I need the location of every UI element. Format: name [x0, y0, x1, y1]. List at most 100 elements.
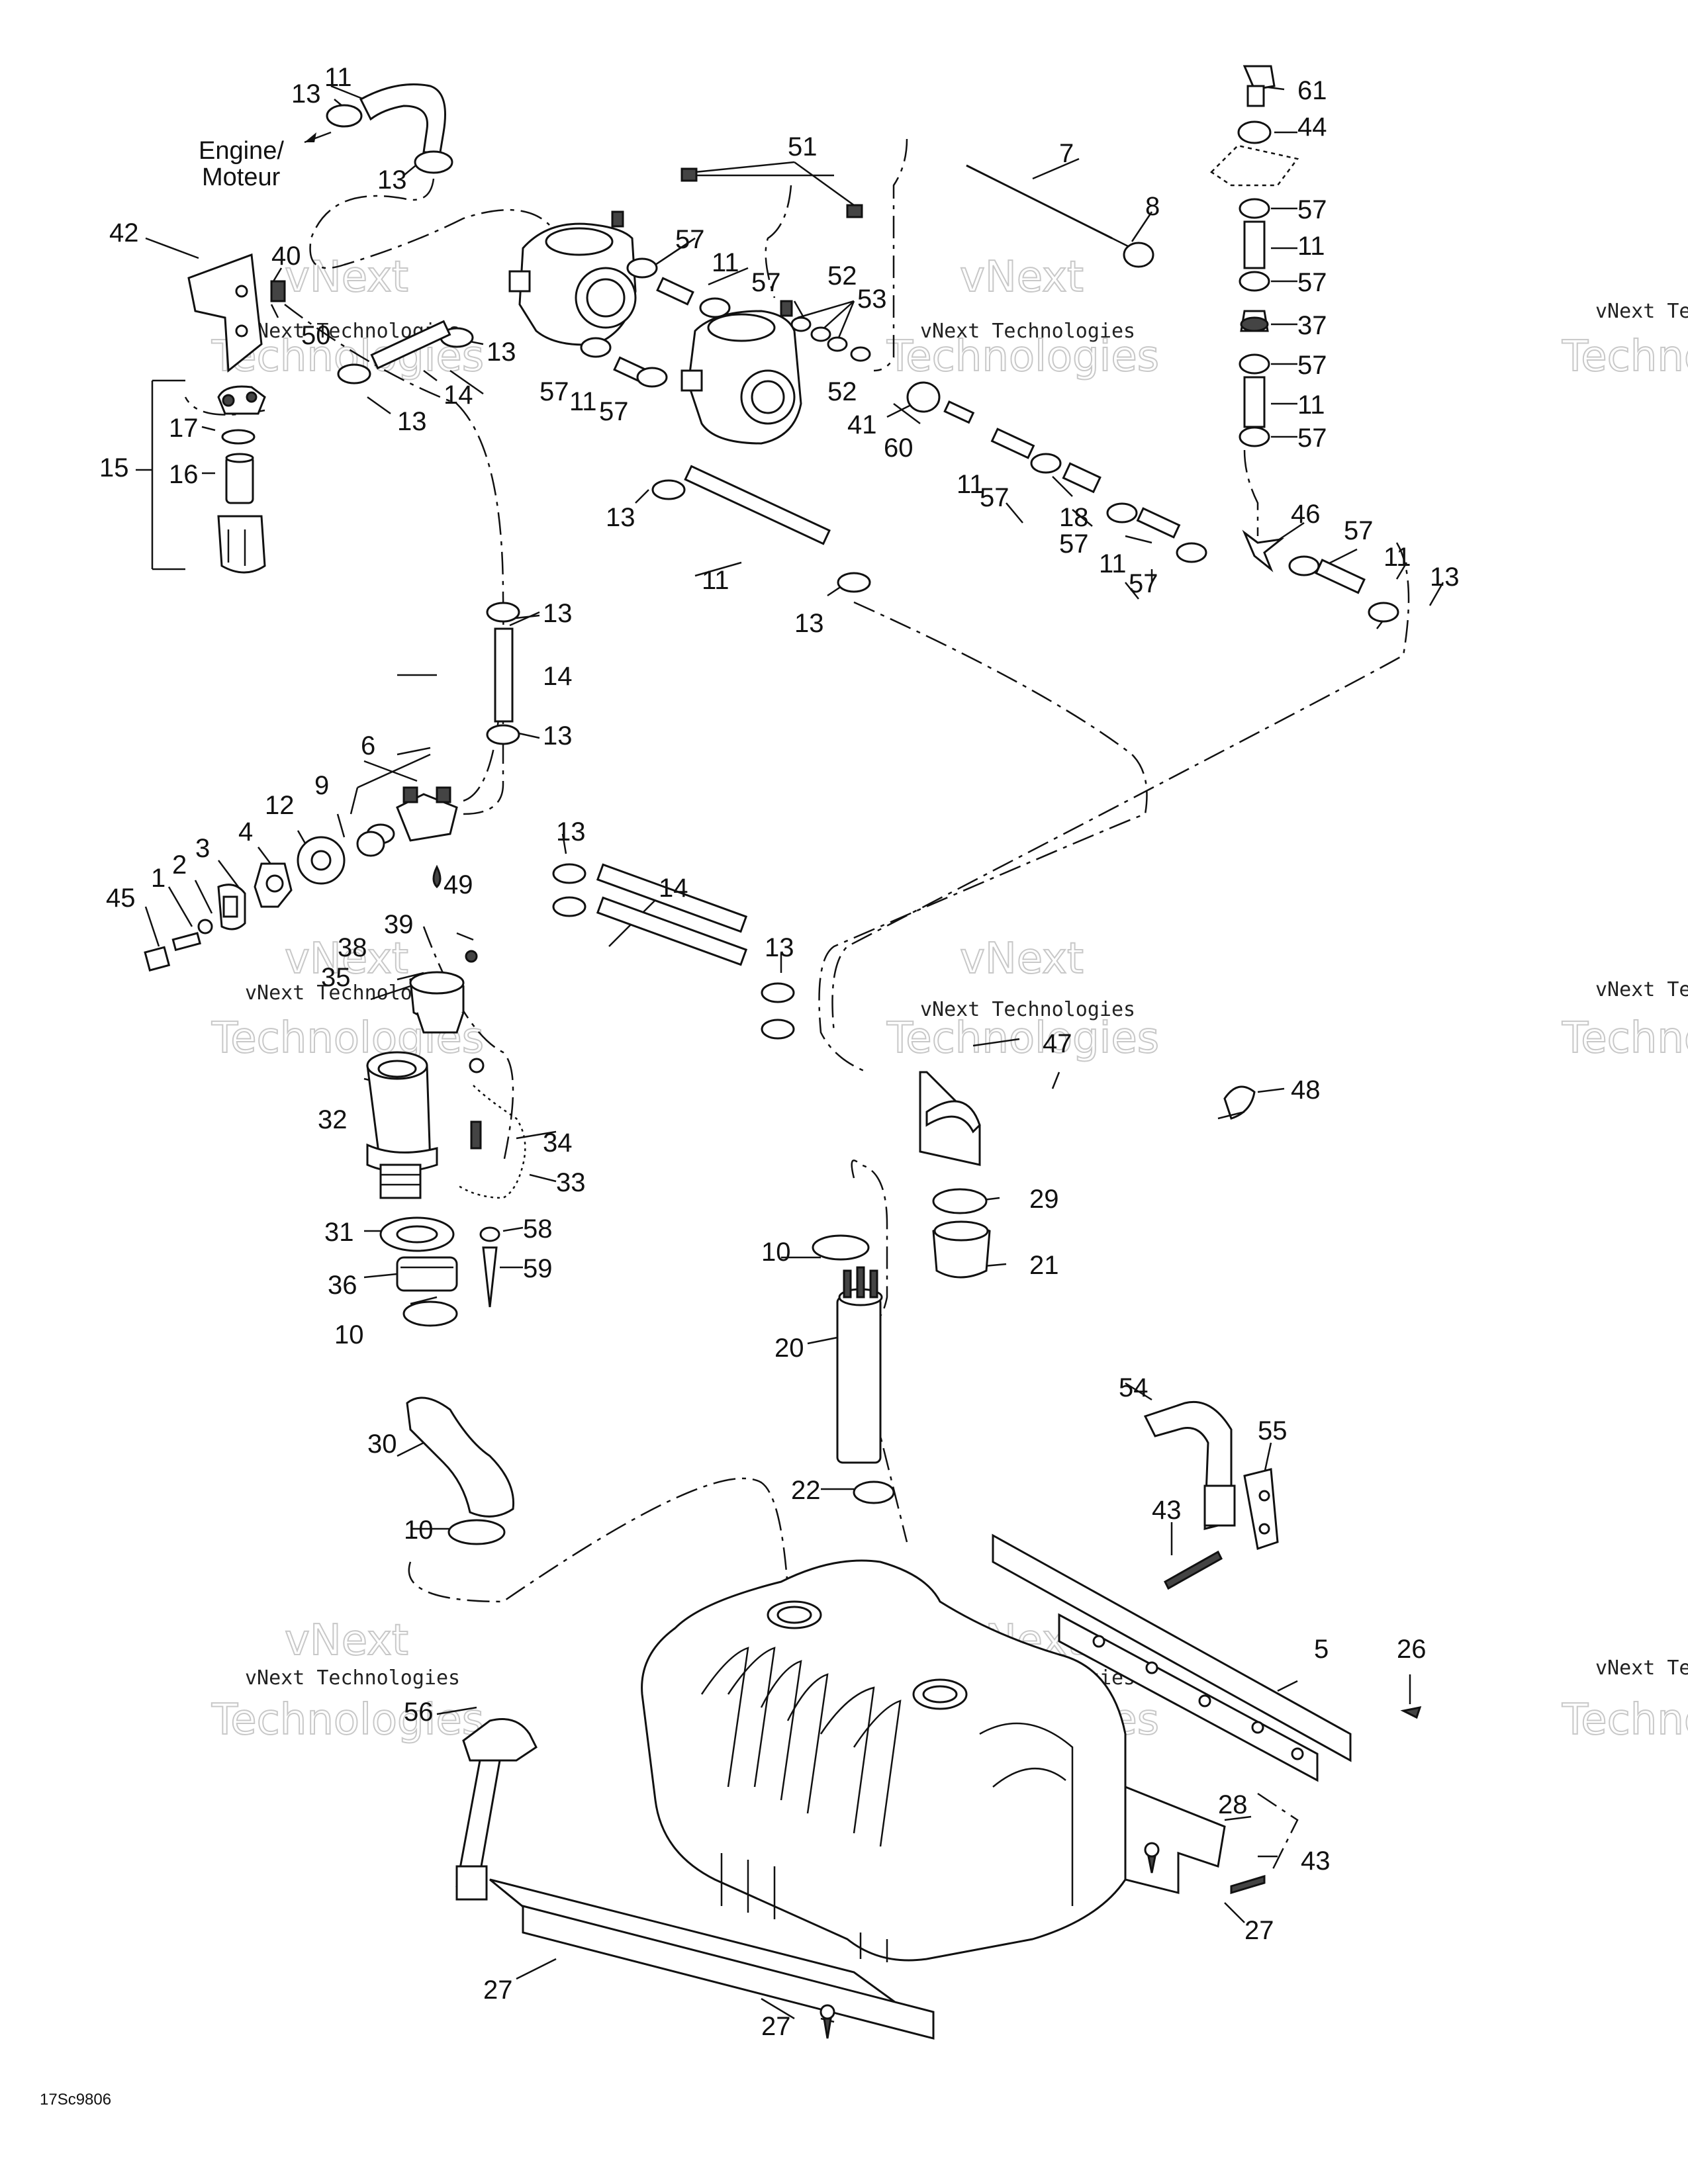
clamp: [932, 1188, 988, 1214]
callout-17: 17: [169, 414, 199, 443]
figure-reference: 17Sc9806: [40, 2091, 111, 2109]
callout-38: 38: [338, 933, 367, 962]
callout-20: 20: [774, 1334, 804, 1363]
callout-41: 41: [847, 410, 877, 439]
carb-hoses: [337, 257, 731, 388]
callout-47: 47: [1043, 1029, 1072, 1058]
clamp: [1176, 542, 1207, 563]
clamp: [552, 863, 586, 884]
callout-57: 57: [1344, 516, 1374, 545]
watermark-company: vNext Technologies: [920, 998, 1135, 1021]
callout-11: 11: [1297, 232, 1325, 261]
watermark-company: vNext Technologies: [920, 320, 1135, 343]
callout-57: 57: [1297, 268, 1327, 297]
hold-down-strap: [1143, 1400, 1279, 1590]
callout-54: 54: [1119, 1373, 1149, 1402]
o-ring: [221, 429, 256, 445]
callout-34: 34: [543, 1128, 573, 1158]
screw: [1400, 1706, 1422, 1719]
callout-13: 13: [765, 933, 794, 962]
callouts: 11 13 Engine/ Moteur 13 51 7 8 61 44 42 …: [40, 63, 1460, 2109]
inline-fittings: [906, 381, 1399, 623]
watermark-word: vNext: [285, 1616, 408, 1665]
bracket: [187, 253, 286, 373]
callout-13: 13: [556, 817, 586, 846]
watermark-brand: Technologies: [1562, 1696, 1688, 1745]
callout-51: 51: [788, 132, 818, 161]
watermark-word: vNext: [285, 934, 408, 983]
plug: [144, 946, 171, 972]
fastener: [820, 2004, 835, 2020]
filler-cap-assembly: [409, 950, 478, 1034]
callout-1: 1: [151, 864, 165, 893]
callout-57: 57: [1297, 424, 1327, 453]
rivet: [1230, 1874, 1266, 1895]
callout-13: 13: [377, 165, 407, 195]
callout-13: 13: [487, 338, 516, 367]
callout-13: 13: [543, 599, 573, 628]
vent-clip: [919, 1071, 981, 1166]
callout-11: 11: [1099, 549, 1127, 578]
fuel-hose-long: [651, 465, 871, 593]
watermark-word: vNext: [960, 934, 1084, 983]
filler-hose: [406, 1396, 515, 1545]
choke-knob: [1123, 242, 1154, 268]
callout-46: 46: [1291, 500, 1321, 529]
o-ring: [356, 831, 385, 857]
grommet: [853, 1480, 895, 1504]
watermark-brand: Technologies: [1562, 332, 1688, 381]
filter-element: [225, 455, 254, 504]
clamp: [837, 572, 871, 593]
callout-3: 3: [195, 834, 210, 863]
rivet: [1164, 1550, 1223, 1590]
callout-12: 12: [265, 791, 295, 820]
callout-55: 55: [1258, 1416, 1288, 1445]
screw: [171, 932, 202, 952]
tank-strap-left: [455, 1718, 538, 1901]
callout-32: 32: [318, 1105, 348, 1134]
watermark-brand: Technologies: [886, 332, 1159, 381]
callout-10: 10: [404, 1516, 434, 1545]
clamp: [1368, 602, 1399, 623]
carburetor-1: [508, 210, 637, 346]
watermark-brand: Technologies: [211, 1696, 484, 1745]
callout-7: 7: [1059, 139, 1074, 168]
callout-13: 13: [606, 503, 635, 532]
callout-57: 57: [1129, 569, 1158, 598]
callout-52: 52: [827, 261, 857, 291]
callout-11: 11: [957, 470, 984, 499]
callout-60: 60: [884, 433, 914, 463]
clamp: [337, 363, 371, 385]
clamp: [552, 896, 586, 917]
rivet: [482, 1246, 498, 1308]
drop-icon: [432, 864, 442, 889]
nut: [396, 1256, 458, 1292]
fuel-valve-assembly: [144, 786, 458, 972]
watermark-word: vNext: [960, 253, 1084, 302]
callout-14: 14: [659, 874, 688, 903]
clamp: [761, 982, 795, 1003]
supply-hoses: [552, 863, 795, 1040]
callout-11: 11: [324, 63, 352, 92]
hose-clamp: [326, 104, 363, 128]
tank-support-plate: [489, 1878, 935, 2040]
callout-16: 16: [169, 460, 199, 489]
routing-lines: [184, 138, 1410, 1874]
clip: [1243, 1468, 1279, 1550]
clamp: [761, 1019, 795, 1040]
fuel-pickup: [812, 1234, 895, 1504]
vent-hose-assembly: [304, 83, 453, 174]
watermark-company: vNext Technologies: [1595, 978, 1688, 1001]
callout-50: 50: [301, 321, 331, 350]
callout-11: 11: [569, 387, 597, 416]
clamp: [1239, 426, 1270, 447]
callout-11: 11: [1297, 390, 1325, 420]
callout-48: 48: [1291, 1075, 1321, 1105]
callout-61: 61: [1297, 76, 1327, 105]
callout-29: 29: [1029, 1185, 1059, 1214]
callout-10: 10: [334, 1320, 364, 1349]
clamp: [486, 724, 520, 745]
callout-14: 14: [543, 662, 573, 691]
callout-13: 13: [1430, 563, 1460, 592]
fuel-filter-assembly: [217, 385, 266, 574]
